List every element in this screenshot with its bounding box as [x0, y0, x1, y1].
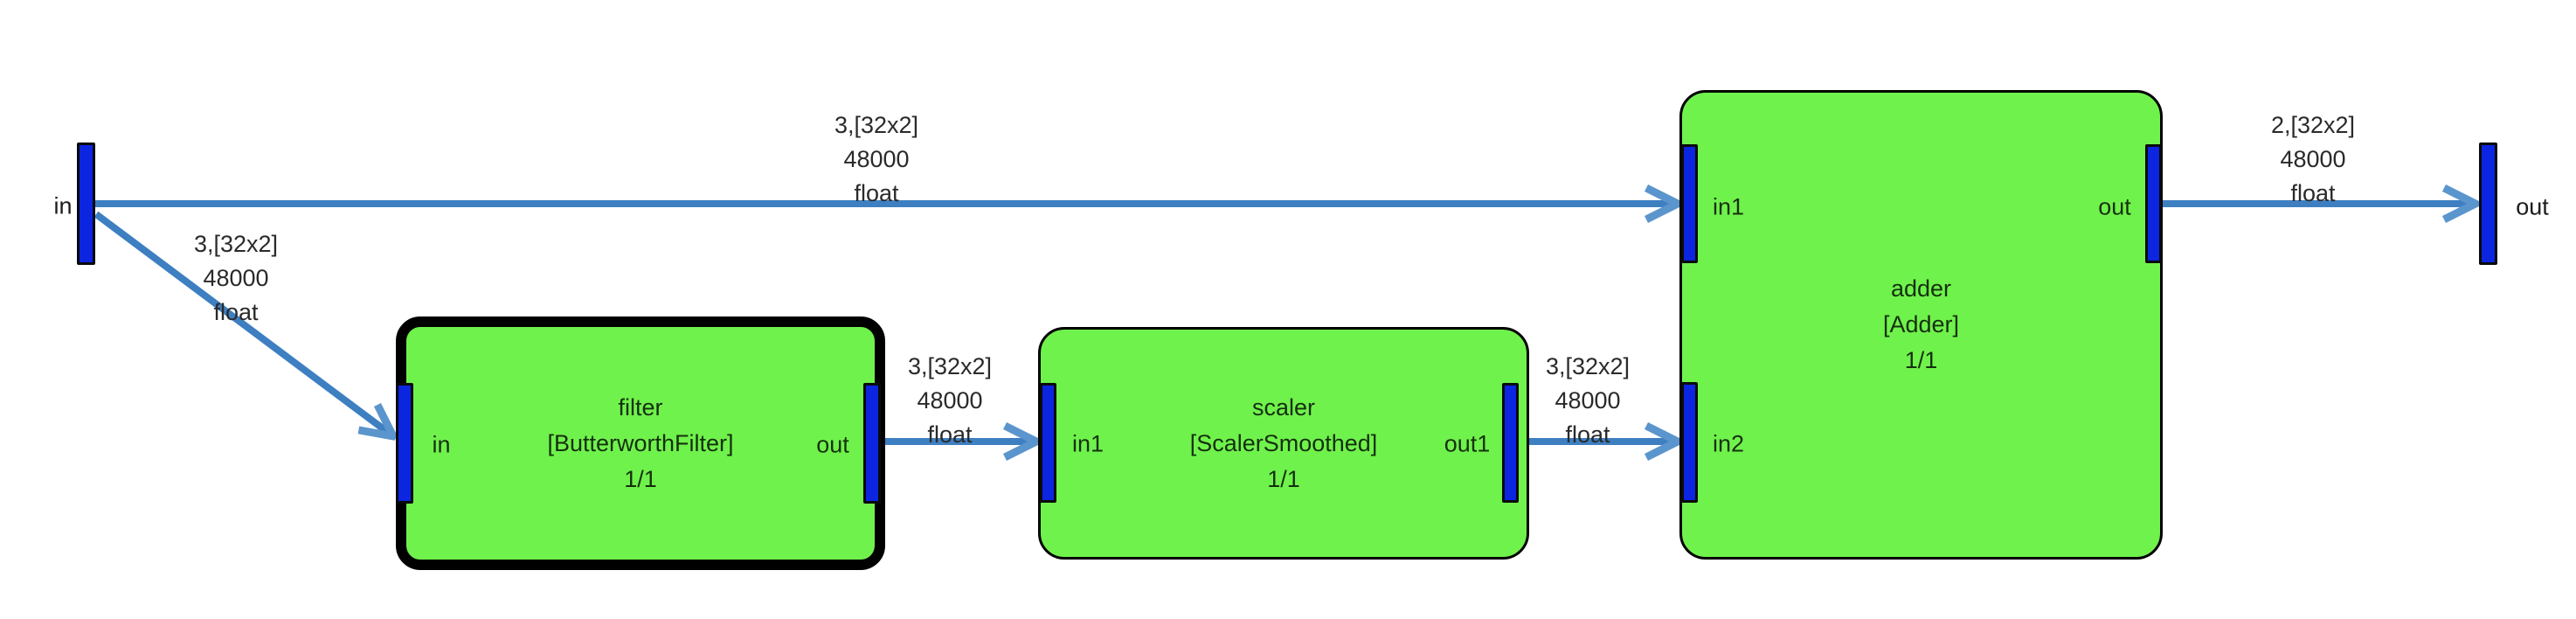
edge-label-input-to-adder: 3,[32x2] 48000 float — [737, 108, 1016, 211]
edge-label-line: 3,[32x2] — [1545, 353, 1631, 379]
edge-label-line: float — [854, 180, 899, 206]
scaler-in1-port-label: in1 — [1071, 430, 1104, 457]
edge-label-line: 3,[32x2] — [834, 112, 919, 138]
edge-label-line: float — [927, 421, 973, 448]
edge-label-filter-to-scaler: 3,[32x2] 48000 float — [810, 350, 1090, 452]
node-adder-text: adder [Adder] 1/1 — [1883, 271, 1959, 379]
adder-out-port[interactable] — [2145, 144, 2162, 263]
filter-out-port-label: out — [816, 431, 849, 458]
scaler-in1-port[interactable] — [1040, 383, 1056, 503]
io-input-label: in — [53, 192, 73, 219]
scaler-out1-port-label: out1 — [1444, 430, 1491, 457]
filter-in-port-label: in — [432, 431, 451, 458]
node-filter[interactable]: filter [ButterworthFilter] 1/1 — [396, 316, 885, 570]
adder-in2-port-label: in2 — [1712, 430, 1745, 457]
adder-out-port-label: out — [2098, 193, 2131, 220]
node-title: filter — [618, 393, 663, 421]
adder-in1-port[interactable] — [1681, 144, 1698, 263]
edge-label-line: 48000 — [843, 146, 910, 172]
node-ratio: 1/1 — [624, 465, 657, 492]
node-type: [ButterworthFilter] — [547, 429, 734, 456]
io-input-port[interactable] — [77, 143, 95, 265]
edge-label-line: 3,[32x2] — [193, 231, 279, 257]
edge-label-scaler-to-adder: 3,[32x2] 48000 float — [1448, 350, 1728, 452]
io-output-label: out — [2516, 193, 2549, 220]
edge-label-line: 2,[32x2] — [2270, 112, 2356, 138]
node-ratio: 1/1 — [1267, 465, 1300, 492]
edge-label-line: float — [2290, 180, 2336, 206]
edge-label-line: float — [213, 299, 259, 325]
edge-label-line: float — [1565, 421, 1610, 448]
edge-label-line: 3,[32x2] — [907, 353, 993, 379]
node-type: [ScalerSmoothed] — [1189, 429, 1378, 456]
node-filter-text: filter [ButterworthFilter] 1/1 — [547, 390, 733, 497]
adder-in1-port-label: in1 — [1712, 193, 1745, 220]
io-output-port[interactable] — [2479, 143, 2497, 265]
edge-label-line: 48000 — [917, 387, 983, 414]
node-title: adder — [1890, 275, 1952, 302]
node-scaler[interactable]: scaler [ScalerSmoothed] 1/1 — [1038, 327, 1529, 560]
node-type: [Adder] — [1882, 311, 1960, 337]
node-ratio: 1/1 — [1904, 347, 1938, 373]
edge-label-line: 48000 — [2280, 146, 2346, 172]
edge-input-to-filter-in[interactable] — [93, 211, 393, 436]
filter-in-port[interactable] — [396, 383, 413, 504]
node-adder[interactable]: adder [Adder] 1/1 — [1679, 90, 2163, 560]
edge-label-line: 48000 — [1555, 387, 1621, 414]
edge-label-input-to-filter: 3,[32x2] 48000 float — [96, 227, 376, 330]
scaler-out1-port[interactable] — [1502, 383, 1519, 503]
edge-label-line: 48000 — [203, 265, 269, 291]
node-scaler-text: scaler [ScalerSmoothed] 1/1 — [1190, 390, 1378, 497]
adder-in2-port[interactable] — [1681, 382, 1698, 503]
filter-out-port[interactable] — [863, 383, 881, 504]
edge-label-adder-to-output: 2,[32x2] 48000 float — [2173, 108, 2453, 211]
node-title: scaler — [1251, 393, 1316, 421]
